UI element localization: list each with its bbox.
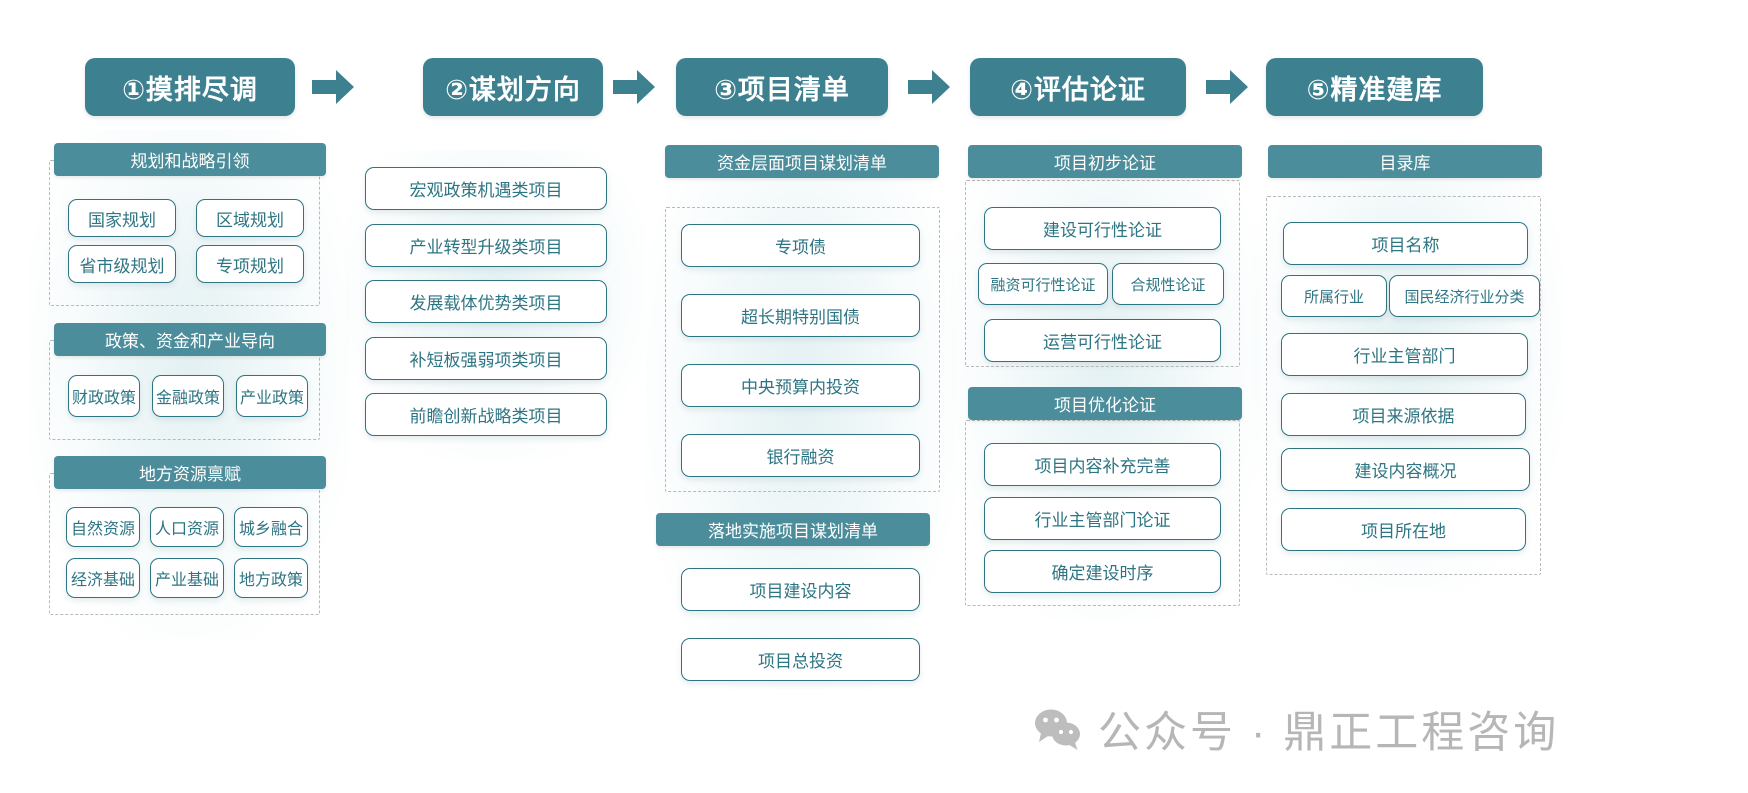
chip-col1-s1-1[interactable]: 区域规划	[196, 199, 304, 237]
section-title-col4-2: 项目优化论证	[968, 387, 1242, 420]
chip-col5-s1-6[interactable]: 项目所在地	[1281, 508, 1526, 551]
chip-col4-s2-1[interactable]: 行业主管部门论证	[984, 497, 1221, 540]
chip-col5-s1-3[interactable]: 行业主管部门	[1281, 333, 1528, 376]
chip-col2-0[interactable]: 宏观政策机遇类项目	[365, 167, 607, 210]
section-title-col1-2: 政策、资金和产业导向	[54, 323, 326, 356]
arrow-right-icon-3	[908, 70, 950, 104]
chip-col4-s2-0[interactable]: 项目内容补充完善	[984, 443, 1221, 486]
stage-header-1[interactable]: ①摸排尽调	[85, 58, 295, 116]
section-title-col1-1: 规划和战略引领	[54, 143, 326, 176]
chip-col1-s1-2[interactable]: 省市级规划	[68, 245, 176, 283]
chip-col4-s2-2[interactable]: 确定建设时序	[984, 550, 1221, 593]
chip-col4-s1-2[interactable]: 合规性论证	[1112, 263, 1224, 305]
chip-col4-s1-0[interactable]: 建设可行性论证	[984, 207, 1221, 250]
chip-col3-s2-1[interactable]: 项目总投资	[681, 638, 920, 681]
chip-col1-s3-1[interactable]: 人口资源	[150, 507, 224, 547]
group-col3-section1	[665, 207, 940, 492]
chip-col5-s1-5[interactable]: 建设内容概况	[1281, 448, 1530, 491]
watermark-text: 公众号 · 鼎正工程咨询	[1098, 709, 1560, 757]
chip-col3-s1-1[interactable]: 超长期特别国债	[681, 294, 920, 337]
stage-header-5[interactable]: ⑤精准建库	[1266, 58, 1483, 116]
chip-col1-s3-3[interactable]: 经济基础	[66, 558, 140, 598]
group-col4-section1	[965, 180, 1240, 367]
chip-col5-s1-1[interactable]: 所属行业	[1281, 275, 1387, 317]
section-title-col5-1: 目录库	[1268, 145, 1542, 178]
chip-col3-s1-3[interactable]: 银行融资	[681, 434, 920, 477]
chip-col3-s2-0[interactable]: 项目建设内容	[681, 568, 920, 611]
chip-col4-s1-3[interactable]: 运营可行性论证	[984, 319, 1221, 362]
wechat-icon	[1032, 707, 1084, 751]
chip-col1-s3-5[interactable]: 地方政策	[234, 558, 308, 598]
chip-col3-s1-2[interactable]: 中央预算内投资	[681, 364, 920, 407]
chip-col1-s2-1[interactable]: 金融政策	[152, 375, 224, 417]
stage-header-4[interactable]: ④评估论证	[970, 58, 1186, 116]
arrow-right-icon-4	[1206, 70, 1248, 104]
chip-col5-s1-0[interactable]: 项目名称	[1283, 222, 1528, 265]
chip-col1-s2-0[interactable]: 财政政策	[68, 375, 140, 417]
chip-col1-s1-3[interactable]: 专项规划	[196, 245, 304, 283]
section-title-col4-1: 项目初步论证	[968, 145, 1242, 178]
arrow-right-icon-2	[613, 70, 655, 104]
stage-header-3[interactable]: ③项目清单	[676, 58, 888, 116]
chip-col3-s1-0[interactable]: 专项债	[681, 224, 920, 267]
stage-header-2[interactable]: ②谋划方向	[423, 58, 603, 116]
chip-col1-s2-2[interactable]: 产业政策	[236, 375, 308, 417]
chip-col1-s3-0[interactable]: 自然资源	[66, 507, 140, 547]
chip-col1-s1-0[interactable]: 国家规划	[68, 199, 176, 237]
watermark: 公众号 · 鼎正工程咨询	[1032, 698, 1559, 760]
group-col4-section2	[965, 420, 1240, 606]
section-title-col3-1: 资金层面项目谋划清单	[665, 145, 939, 178]
arrow-right-icon-1	[312, 70, 354, 104]
chip-col5-s1-4[interactable]: 项目来源依据	[1281, 393, 1526, 436]
chip-col2-3[interactable]: 补短板强弱项类项目	[365, 337, 607, 380]
chip-col1-s3-4[interactable]: 产业基础	[150, 558, 224, 598]
chip-col2-2[interactable]: 发展载体优势类项目	[365, 280, 607, 323]
chip-col5-s1-2[interactable]: 国民经济行业分类	[1389, 275, 1540, 317]
chip-col4-s1-1[interactable]: 融资可行性论证	[978, 263, 1108, 305]
section-title-col1-3: 地方资源禀赋	[54, 456, 326, 489]
chip-col1-s3-2[interactable]: 城乡融合	[234, 507, 308, 547]
chip-col2-1[interactable]: 产业转型升级类项目	[365, 224, 607, 267]
group-col5-section1	[1266, 196, 1541, 575]
chip-col2-4[interactable]: 前瞻创新战略类项目	[365, 393, 607, 436]
section-title-col3-2: 落地实施项目谋划清单	[656, 513, 930, 546]
